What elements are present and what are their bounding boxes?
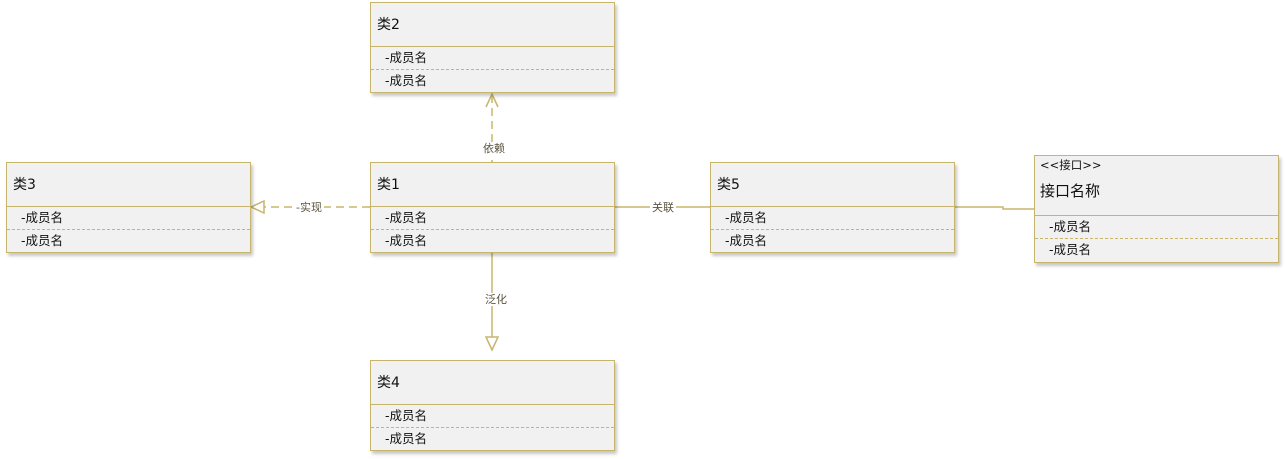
member-item: -成员名 xyxy=(385,50,428,65)
class-header: 类1 xyxy=(371,163,614,207)
member-list: -成员名 -成员名 xyxy=(371,47,614,91)
association-label: 关联 xyxy=(650,201,676,214)
member-list: -成员名 -成员名 xyxy=(1035,216,1278,260)
realization-label: -实现 xyxy=(294,201,324,214)
class-box-5[interactable]: 类5 -成员名 -成员名 xyxy=(710,162,955,253)
member-list: -成员名 -成员名 xyxy=(371,207,614,251)
generalization-label: 泛化 xyxy=(483,293,509,306)
member-list: -成员名 -成员名 xyxy=(711,207,954,251)
class-header: 类3 xyxy=(7,163,250,207)
generalization-arrowhead xyxy=(484,336,500,352)
member-item: -成员名 xyxy=(371,229,614,251)
class-title: 类2 xyxy=(377,17,400,33)
class-title: 类4 xyxy=(377,375,400,391)
member-list: -成员名 -成员名 xyxy=(371,405,614,449)
member-item: -成员名 xyxy=(1035,238,1278,260)
member-item: -成员名 xyxy=(385,210,428,225)
dependency-arrowhead xyxy=(485,92,499,108)
member-item: -成员名 xyxy=(385,408,428,423)
interface-link-line xyxy=(955,206,1034,210)
member-item: -成员名 xyxy=(1049,219,1092,234)
class-box-1[interactable]: 类1 -成员名 -成员名 xyxy=(370,162,615,253)
member-list: -成员名 -成员名 xyxy=(7,207,250,251)
interface-box[interactable]: <<接口>> 接口名称 -成员名 -成员名 xyxy=(1034,155,1279,263)
member-item: -成员名 xyxy=(725,210,768,225)
class-box-2[interactable]: 类2 -成员名 -成员名 xyxy=(370,2,615,93)
class-title: 类1 xyxy=(377,177,400,193)
class-box-3[interactable]: 类3 -成员名 -成员名 xyxy=(6,162,251,253)
realization-arrowhead xyxy=(249,199,265,215)
member-item: -成员名 xyxy=(711,229,954,251)
class-box-4[interactable]: 类4 -成员名 -成员名 xyxy=(370,360,615,451)
member-item: -成员名 xyxy=(7,229,250,251)
class-header: 类5 xyxy=(711,163,954,207)
class-header: 类4 xyxy=(371,361,614,405)
dependency-label: 依赖 xyxy=(481,142,507,155)
class-header: 类2 xyxy=(371,3,614,47)
interface-title: 接口名称 xyxy=(1040,182,1101,200)
interface-header: <<接口>> 接口名称 xyxy=(1035,156,1278,216)
member-item: -成员名 xyxy=(371,69,614,91)
class-title: 类5 xyxy=(717,177,740,193)
member-item: -成员名 xyxy=(371,427,614,449)
class-title: 类3 xyxy=(13,177,36,193)
member-item: -成员名 xyxy=(21,210,64,225)
interface-stereotype: <<接口>> xyxy=(1040,158,1102,172)
